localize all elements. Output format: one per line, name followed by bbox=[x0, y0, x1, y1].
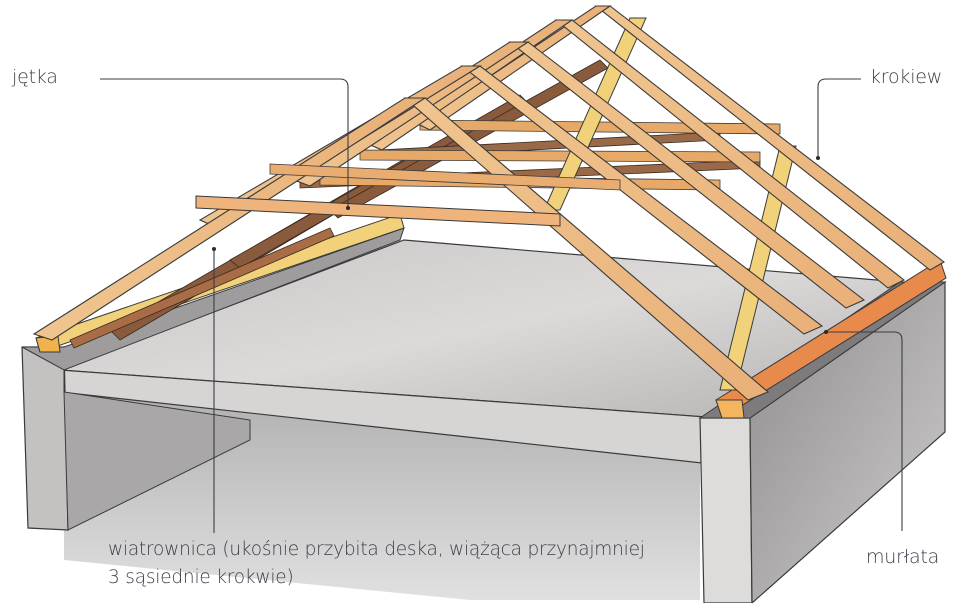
wind-brace bbox=[69, 227, 335, 349]
leader-jetka bbox=[100, 78, 349, 208]
leader-dots bbox=[212, 156, 828, 334]
label-wiatrownica-line1: wiatrownica (ukośnie przybita deska, wią… bbox=[108, 539, 645, 560]
leader-krokiew bbox=[817, 78, 861, 158]
left-wall-side bbox=[63, 347, 251, 531]
rafters bbox=[32, 5, 945, 401]
label-wiatrownica-line2: 3 sąsiednie krokwie) bbox=[108, 567, 294, 588]
label-wiatrownica: wiatrownica (ukośnie przybita deska, wią… bbox=[108, 536, 645, 592]
collar-beam-front bbox=[195, 195, 561, 227]
label-murlata: murłata bbox=[866, 546, 940, 568]
leader-murlata bbox=[826, 331, 903, 531]
collar-beam-2 bbox=[269, 163, 621, 191]
murlata-right-end bbox=[715, 399, 745, 419]
label-krokiew: krokiew bbox=[870, 66, 943, 88]
leader-lines bbox=[100, 78, 903, 533]
left-wall-front bbox=[21, 346, 69, 531]
label-jetka: jętka bbox=[12, 66, 58, 88]
right-wall-front bbox=[699, 417, 753, 603]
